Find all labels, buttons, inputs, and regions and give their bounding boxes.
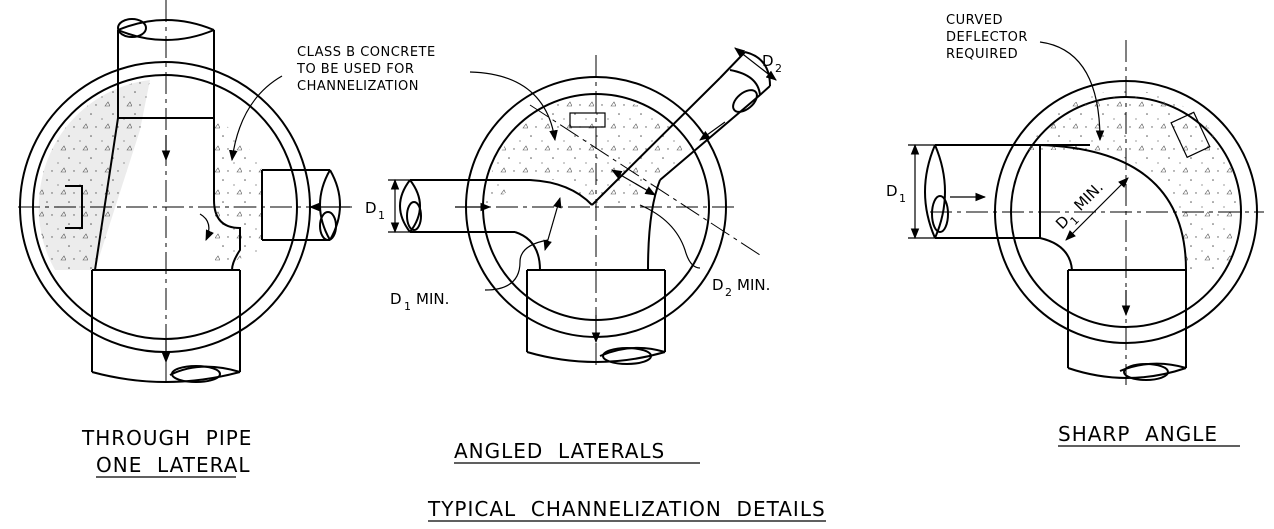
dim-d2-sub: 2 [775,62,782,75]
notes: CLASS B CONCRETE TO BE USED FOR CHANNELI… [296,13,1028,94]
note-class-b-line3: CHANNELIZATION [297,79,419,94]
dim-d1-sharp-sub: 1 [899,192,906,205]
note-curved-line2: DEFLECTOR [946,30,1028,45]
dim-d2-min-sub: 2 [725,286,732,299]
dim-d1-min: D [390,290,402,308]
dim-d1-min-sub: 1 [404,300,411,313]
captions: THROUGH PIPE ONE LATERAL ANGLED LATERALS… [81,422,1240,522]
dim-d1-angled: D [365,199,377,217]
drawing-title: TYPICAL CHANNELIZATION DETAILS [427,497,826,521]
caption-angled: ANGLED LATERALS [454,439,665,463]
note-curved-line3: REQUIRED [946,47,1018,62]
detail-sharp-angle [908,40,1264,385]
note-class-b-line1: CLASS B CONCRETE [297,45,436,60]
dim-d2: D [762,52,774,70]
caption-sharp: SHARP ANGLE [1058,422,1218,446]
dim-d1-min-sharp-text: MIN. [1070,178,1106,214]
dim-d2-min-text: MIN. [737,276,770,294]
dim-d1-min-text: MIN. [416,290,449,308]
dim-d2-min: D [712,276,724,294]
dim-d1-sharp: D [886,182,898,200]
note-curved-line1: CURVED [946,13,1003,28]
caption-through-line2: ONE LATERAL [96,453,251,477]
dim-d1-angled-sub: 1 [378,209,385,222]
detail-through-pipe [18,0,352,385]
note-class-b-line2: TO BE USED FOR [296,62,414,77]
curved-deflector [1039,144,1187,271]
detail-angled-laterals [388,47,777,365]
dim-d1-min-sharp: D [1052,212,1073,233]
caption-through-line1: THROUGH PIPE [81,426,252,450]
